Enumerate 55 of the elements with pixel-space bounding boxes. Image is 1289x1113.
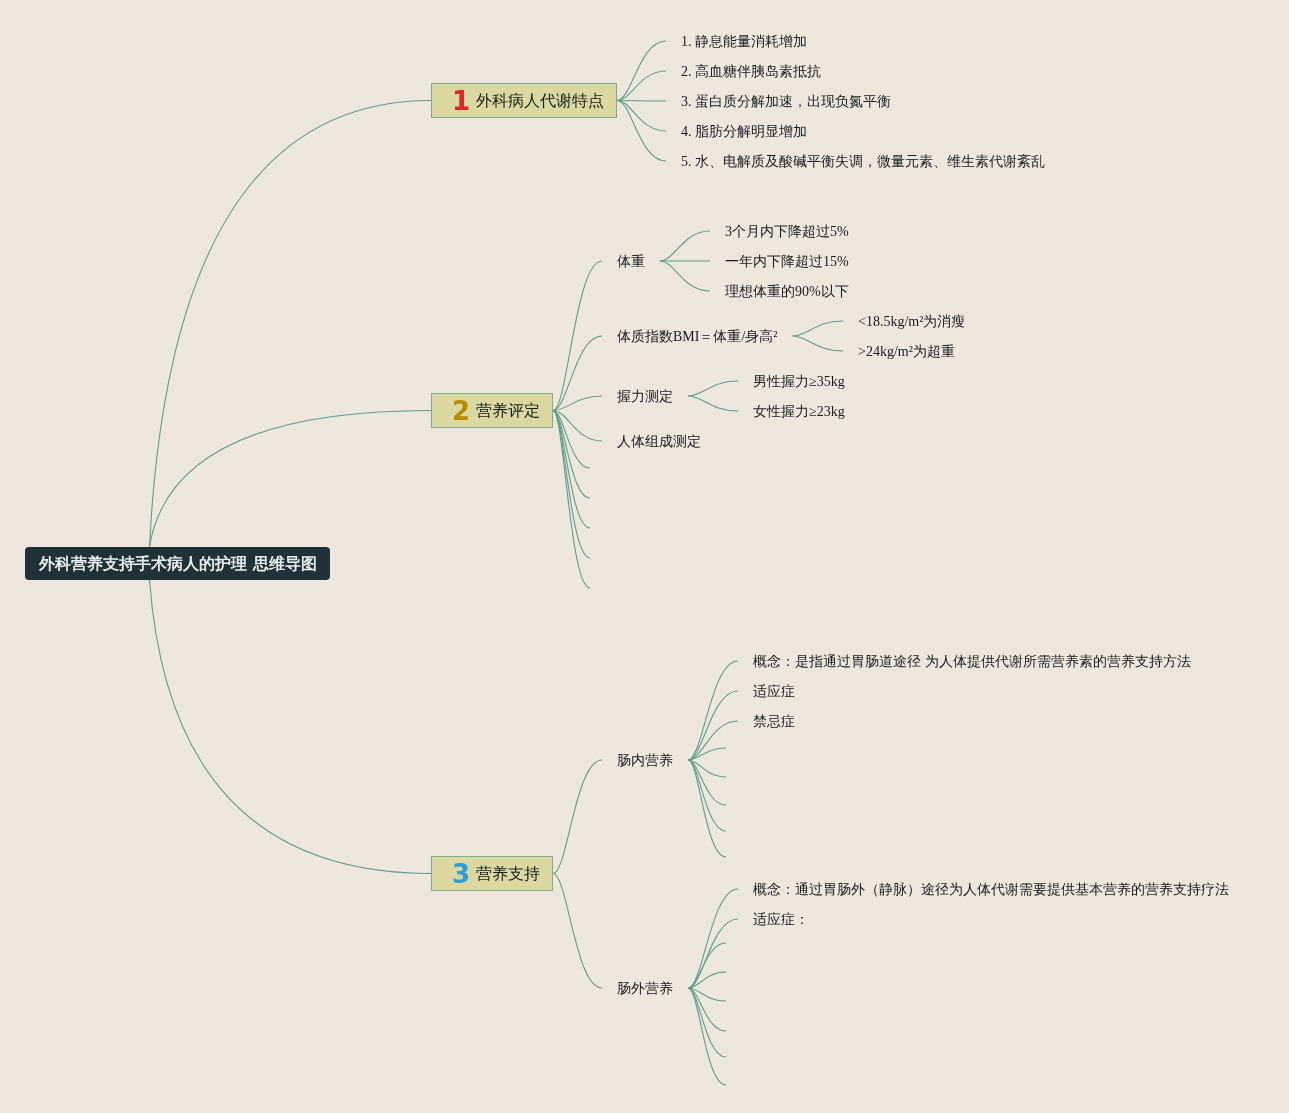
priority-number: 1 <box>452 87 471 114</box>
branch-line <box>687 380 739 397</box>
branch-text: 2. 高血糖伴胰岛素抵抗 <box>666 62 836 80</box>
branch-line <box>148 579 432 875</box>
branch-text: 男性握力≥35kg <box>738 372 860 390</box>
branch-text: 理想体重的90%以下 <box>710 282 864 300</box>
branch-line <box>552 759 603 875</box>
branch-text: 概念：通过胃肠外（静脉）途径为人体代谢需要提供基本营养的营养支持疗法 <box>738 880 1244 898</box>
branch-line <box>687 759 727 858</box>
topic-text: 营养评定 <box>476 402 541 419</box>
branch-text: 禁忌症 <box>738 712 810 730</box>
branch-text: 一年内下降超过15% <box>710 252 864 270</box>
main-topic-box <box>431 393 553 428</box>
branch-line <box>552 260 603 412</box>
branch-line <box>148 409 432 548</box>
branch-text: 体重 <box>602 252 660 270</box>
branch-text: 体质指数BMI＝体重/身高² <box>602 327 793 345</box>
branch-text: 握力测定 <box>602 387 688 405</box>
branch-text: 适应症： <box>738 910 824 928</box>
branch-line <box>616 99 667 162</box>
branch-line <box>659 260 711 262</box>
branch-line <box>552 409 591 589</box>
branch-line <box>659 260 711 292</box>
branch-text: 女性握力≥23kg <box>738 402 860 420</box>
branch-line <box>552 872 603 989</box>
priority-number: 2 <box>452 397 471 424</box>
branch-line <box>552 335 603 412</box>
main-topic-box <box>431 856 553 891</box>
central-topic: 外科营养支持手术病人的护理 思维导图 <box>25 547 330 580</box>
branch-text: 3. 蛋白质分解加速，出现负氮平衡 <box>666 92 906 110</box>
branch-line <box>792 335 844 352</box>
branch-line <box>687 987 727 1058</box>
branch-text: 4. 脂肪分解明显增加 <box>666 122 822 140</box>
branch-line <box>687 987 727 1086</box>
topic-text: 营养支持 <box>476 865 541 882</box>
priority-number: 3 <box>452 860 471 887</box>
branch-text: 肠外营养 <box>602 979 688 997</box>
branch-text: 3个月内下降超过5% <box>710 222 864 240</box>
branch-text: 适应症 <box>738 682 810 700</box>
branch-text: >24kg/m²为超重 <box>843 342 970 360</box>
branch-line <box>687 690 739 761</box>
main-topic-box <box>431 83 617 118</box>
branch-line <box>552 409 603 442</box>
branch-line <box>687 942 727 989</box>
branch-text: 人体组成测定 <box>602 432 716 450</box>
topic-text: 外科病人代谢特点 <box>476 92 605 109</box>
branch-text: 5. 水、电解质及酸碱平衡失调，微量元素、维生素代谢紊乱 <box>666 152 1060 170</box>
branch-line <box>687 759 727 832</box>
branch-line <box>792 320 844 337</box>
branch-line <box>687 395 739 412</box>
branch-text: 肠内营养 <box>602 751 688 769</box>
branch-line <box>616 70 667 102</box>
branch-text: 概念：是指通过胃肠道途径 为人体提供代谢所需营养素的营养支持方法 <box>738 652 1206 670</box>
branch-text: 1. 静息能量消耗增加 <box>666 32 822 50</box>
branch-text: <18.5kg/m²为消瘦 <box>843 312 981 330</box>
